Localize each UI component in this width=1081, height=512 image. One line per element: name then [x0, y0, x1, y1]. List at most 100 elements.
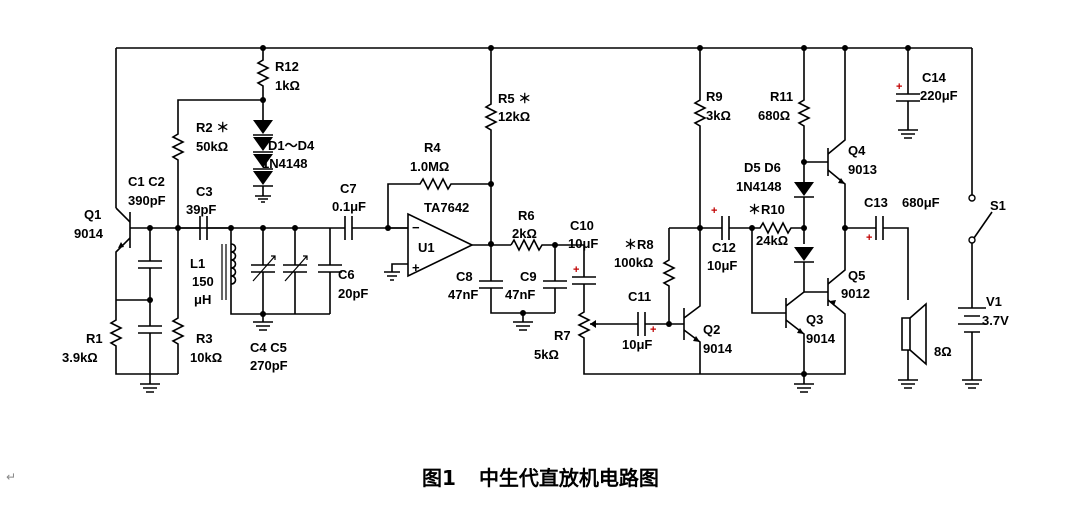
svg-text:680Ω: 680Ω — [758, 108, 790, 123]
svg-text:+: + — [711, 205, 717, 217]
svg-text:R2 ＊: R2 ＊ — [196, 120, 229, 135]
svg-text:TA7642: TA7642 — [424, 200, 469, 215]
ground-q1 — [140, 374, 160, 393]
svg-text:Q5: Q5 — [848, 268, 865, 283]
lc-tank: L1 150 μH C6 20pF C4 C5 270pF — [190, 225, 368, 373]
resistor-r6: R6 2kΩ — [510, 208, 584, 252]
capacitor-c12: C12 10μF + — [707, 205, 752, 273]
resistor-r1: R1 3.9kΩ — [62, 300, 178, 375]
svg-text:1N4148: 1N4148 — [736, 179, 782, 194]
resistor-r10: ＊R10 24kΩ — [748, 202, 804, 248]
svg-text:8Ω: 8Ω — [934, 344, 952, 359]
svg-text:5kΩ: 5kΩ — [534, 347, 559, 362]
capacitor-c11: C11 10μF + — [598, 289, 684, 352]
potentiometer-r7: R7 5kΩ — [534, 300, 804, 375]
svg-text:R7: R7 — [554, 328, 571, 343]
battery-v1: V1 3.7V — [958, 243, 1009, 389]
svg-text:680μF: 680μF — [902, 195, 940, 210]
capacitor-c14: C14 220μF + — [896, 48, 958, 139]
svg-text:220μF: 220μF — [920, 88, 958, 103]
circuit-schematic: R12 1kΩ R2 ＊ 50kΩ D1～D4 1N4148 Q1 9014 — [62, 45, 1009, 393]
svg-text:C6: C6 — [338, 267, 355, 282]
transistor-q1: Q1 9014 — [74, 48, 228, 300]
svg-text:2kΩ: 2kΩ — [512, 226, 537, 241]
svg-text:C12: C12 — [712, 240, 736, 255]
svg-text:+: + — [866, 232, 872, 244]
capacitor-c7: C7 0.1μF — [332, 181, 408, 240]
svg-text:+: + — [573, 264, 579, 276]
svg-text:47nF: 47nF — [505, 287, 535, 302]
svg-text:3.7V: 3.7V — [982, 313, 1009, 328]
transistor-q3: Q3 9014 — [751, 228, 836, 393]
svg-text:C9: C9 — [520, 269, 537, 284]
svg-text:150: 150 — [192, 274, 214, 289]
svg-text:+: + — [650, 324, 656, 336]
svg-text:＊R10: ＊R10 — [748, 202, 785, 217]
capacitor-c9: C9 47nF — [505, 245, 567, 331]
transistor-q2: Q2 9014 — [683, 228, 733, 374]
diodes-d5-d6: D5 D6 1N4148 — [736, 159, 814, 266]
svg-text:12kΩ: 12kΩ — [498, 109, 530, 124]
svg-text:R6: R6 — [518, 208, 535, 223]
speaker-icon: 8Ω — [898, 302, 952, 389]
svg-text:10μF: 10μF — [568, 236, 598, 251]
resistor-r12: R12 1kΩ — [256, 48, 300, 100]
switch-s1: S1 — [968, 48, 1006, 244]
resistor-r11: R11 680Ω — [758, 48, 811, 182]
svg-text:390pF: 390pF — [128, 193, 166, 208]
svg-text:+: + — [896, 81, 902, 93]
svg-text:50kΩ: 50kΩ — [196, 139, 228, 154]
svg-text:U1: U1 — [418, 240, 435, 255]
svg-text:R1: R1 — [86, 331, 103, 346]
svg-text:10μF: 10μF — [707, 258, 737, 273]
svg-text:9014: 9014 — [74, 226, 104, 241]
svg-text:L1: L1 — [190, 256, 205, 271]
svg-text:D1～D4: D1～D4 — [268, 138, 315, 153]
svg-text:Q2: Q2 — [703, 322, 720, 337]
svg-text:10μF: 10μF — [622, 337, 652, 352]
capacitor-c10: C10 10μF + — [568, 218, 598, 300]
svg-text:3kΩ: 3kΩ — [706, 108, 731, 123]
svg-text:1N4148: 1N4148 — [262, 156, 308, 171]
svg-text:Q1: Q1 — [84, 207, 101, 222]
svg-text:9014: 9014 — [806, 331, 836, 346]
svg-text:+: + — [412, 260, 420, 275]
svg-text:0.1μF: 0.1μF — [332, 199, 366, 214]
diode-stack-d1-d4: D1～D4 1N4148 — [253, 100, 315, 203]
figure-number: 图1 — [422, 466, 456, 490]
svg-text:C11: C11 — [628, 289, 651, 304]
svg-text:D5 D6: D5 D6 — [744, 160, 781, 175]
svg-text:9013: 9013 — [848, 162, 877, 177]
svg-text:−: − — [412, 220, 420, 235]
capacitor-c1-c2: C1 C2 390pF — [116, 174, 166, 374]
svg-text:R5 ＊: R5 ＊ — [498, 91, 531, 106]
svg-text:C4 C5: C4 C5 — [250, 340, 287, 355]
svg-text:C10: C10 — [570, 218, 594, 233]
svg-text:μH: μH — [194, 292, 211, 307]
svg-text:R9: R9 — [706, 89, 723, 104]
figure-title: 中生代直放机电路图 — [478, 466, 659, 490]
figure-caption: 图1 中生代直放机电路图 — [0, 462, 1081, 491]
svg-text:R4: R4 — [424, 140, 441, 155]
svg-text:9014: 9014 — [703, 341, 733, 356]
svg-text:R12: R12 — [275, 59, 299, 74]
opamp-u1: − + U1 TA7642 — [384, 200, 511, 281]
capacitor-c3: C3 39pF — [178, 184, 231, 240]
svg-text:20pF: 20pF — [338, 286, 368, 301]
svg-text:C14: C14 — [922, 70, 947, 85]
svg-text:3.9kΩ: 3.9kΩ — [62, 350, 98, 365]
svg-text:C1 C2: C1 C2 — [128, 174, 165, 189]
resistor-r2: R2 ＊ 50kΩ — [171, 120, 229, 228]
svg-text:C8: C8 — [456, 269, 473, 284]
svg-text:1.0MΩ: 1.0MΩ — [410, 159, 449, 174]
svg-text:270pF: 270pF — [250, 358, 288, 373]
resistor-r9: R9 3kΩ — [693, 48, 731, 228]
transistor-q4: Q4 9013 — [804, 48, 877, 228]
capacitor-c8: C8 47nF — [448, 244, 555, 314]
svg-text:C3: C3 — [196, 184, 213, 199]
power-rail — [116, 45, 972, 51]
svg-text:S1: S1 — [990, 198, 1006, 213]
svg-text:9012: 9012 — [841, 286, 870, 301]
svg-text:C7: C7 — [340, 181, 357, 196]
svg-text:C13: C13 — [864, 195, 888, 210]
